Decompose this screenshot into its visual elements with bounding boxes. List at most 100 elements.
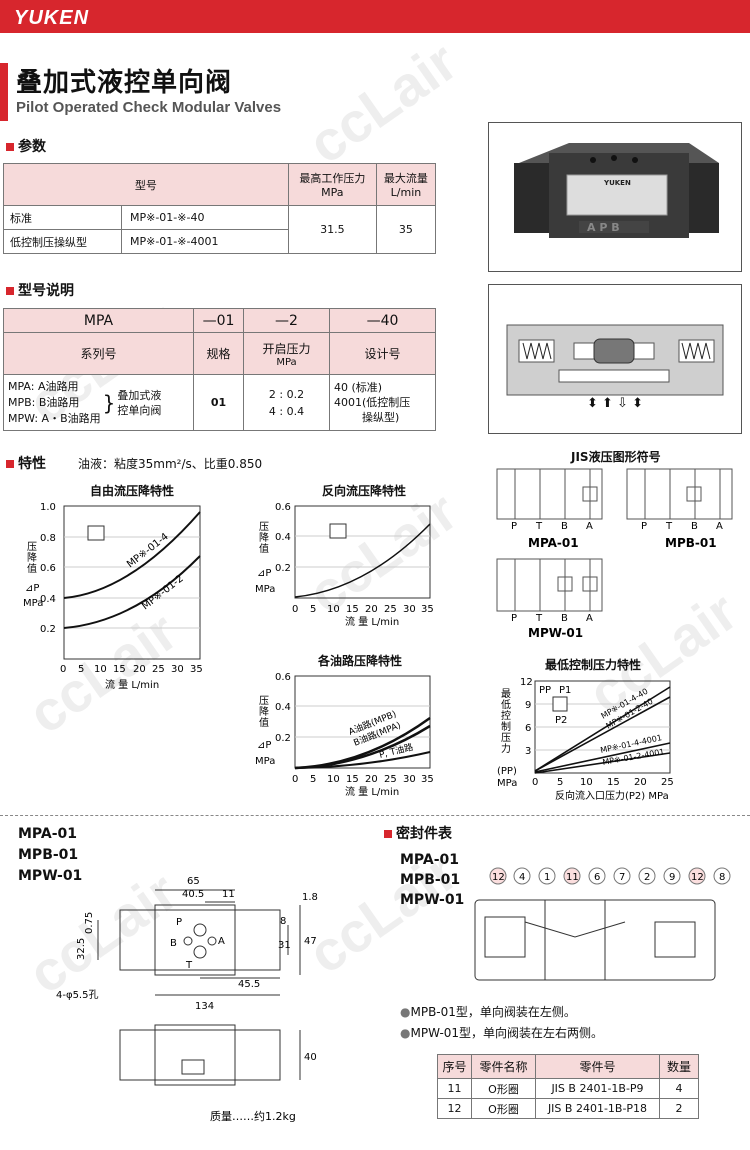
svg-text:31: 31 <box>278 940 291 951</box>
port-label: P <box>511 613 517 624</box>
svg-text:8: 8 <box>719 872 725 883</box>
ytick: 0.8 <box>40 533 56 544</box>
svg-text:B: B <box>170 938 177 949</box>
port-label: B <box>691 521 698 532</box>
port-label: T <box>535 613 543 624</box>
ylabel: 压 <box>259 695 269 707</box>
svg-text:1.8: 1.8 <box>302 892 318 903</box>
ytick: 0.6 <box>275 672 291 683</box>
section-model-code: 型号说明 <box>6 280 74 300</box>
row-model: MP※-01-※-40 <box>121 205 289 230</box>
port-label: B <box>561 613 568 624</box>
xtick: 35 <box>421 774 434 785</box>
curve <box>294 523 431 598</box>
xtick: 10 <box>94 664 107 675</box>
xtick: 0 <box>292 604 298 615</box>
svg-text:MPa: MPa <box>497 778 517 789</box>
oil-spec: 油液：粘度35mm²/s、比重0.850 <box>78 457 263 471</box>
series-detail: MPA: A油路用 MPB: B油路用 MPW: A・B油路用 } 叠加式液 控… <box>3 374 194 431</box>
ylabel: 值 <box>259 542 269 555</box>
ylabel: 压 <box>259 521 269 533</box>
svg-text:40: 40 <box>304 1052 317 1063</box>
label-series: 系列号 <box>3 332 194 375</box>
curve-label: MP※-01-2 <box>140 573 186 612</box>
svg-text:9: 9 <box>669 872 675 883</box>
port-label: T <box>665 521 673 532</box>
ylabel: 降 <box>259 705 269 718</box>
chart-free-title: 自由流压降特性 <box>90 484 175 498</box>
flow-value: 35 <box>375 205 437 254</box>
ytick: 0.6 <box>40 563 56 574</box>
xtick: 0 <box>532 777 538 788</box>
xtick: 15 <box>346 774 359 785</box>
section-view: ⬍ ⬆ ⇩ ⬍ <box>488 284 742 434</box>
xtick: 20 <box>365 604 378 615</box>
svg-text:A P B: A P B <box>587 221 620 234</box>
svg-text:低: 低 <box>501 698 511 711</box>
section-params: 参数 <box>6 136 46 156</box>
svg-text:12: 12 <box>691 872 704 883</box>
svg-text:0.75: 0.75 <box>84 912 95 934</box>
header-banner <box>0 0 750 33</box>
product-photo: YUKEN A P B <box>488 122 742 272</box>
watermark: ccLair <box>296 29 469 176</box>
ytick: 0.2 <box>40 624 56 635</box>
svg-text:47: 47 <box>304 936 317 947</box>
xtick: 35 <box>190 664 203 675</box>
port-label: B <box>561 521 568 532</box>
ylabel: 降 <box>27 551 37 564</box>
chart-minpilot-title: 最低控制压力特性 <box>545 658 642 672</box>
xtick: 25 <box>384 774 397 785</box>
seal-notes: ●MPB-01型，单向阀装在左侧。 ●MPW-01型，单向阀装在左右两侧。 <box>400 1005 604 1040</box>
svg-text:P: P <box>176 917 182 928</box>
svg-text:4-φ5.5孔: 4-φ5.5孔 <box>56 989 98 1001</box>
xtick: 5 <box>78 664 84 675</box>
label-size: 规格 <box>193 332 244 375</box>
code-size: —01 <box>193 308 244 333</box>
ytick: 3 <box>525 746 531 757</box>
xtick: 15 <box>607 777 620 788</box>
ylabel: ⊿P <box>257 740 271 751</box>
svg-text:40.5: 40.5 <box>182 889 204 900</box>
chart-each-title: 各油路压降特性 <box>318 654 403 668</box>
ytick: 0.6 <box>275 502 291 513</box>
ytick: 0.2 <box>275 733 291 744</box>
xtick: 15 <box>113 664 126 675</box>
ytick: 0.4 <box>275 702 291 713</box>
xtick: 20 <box>133 664 146 675</box>
xtick: 5 <box>310 604 316 615</box>
dimension-drawing: 65 40.5 11 1.8 0.75 32.5 8 31 47 45.5 13… <box>56 876 318 1123</box>
ylabel: ⊿P <box>25 583 39 594</box>
ytick: 1.0 <box>40 502 56 513</box>
svg-text:YUKEN: YUKEN <box>603 179 631 187</box>
svg-text:PP: PP <box>539 685 551 696</box>
xtick: 10 <box>327 774 340 785</box>
pressure-value: 31.5 <box>287 205 377 254</box>
xtick: 10 <box>580 777 593 788</box>
page-title: 叠加式液控单向阀 <box>16 68 233 98</box>
ytick: 0.4 <box>275 532 291 543</box>
xtick: 0 <box>292 774 298 785</box>
svg-text:(PP): (PP) <box>497 766 517 777</box>
xlabel: 流 量 L/min <box>105 678 159 691</box>
ylabel: 值 <box>259 716 269 729</box>
svg-text:A: A <box>218 936 225 947</box>
row-model: MP※-01-※-4001 <box>121 229 289 254</box>
port-label: P <box>511 521 517 532</box>
code-series: MPA <box>3 308 194 333</box>
code-design: —40 <box>329 308 436 333</box>
xtick: 25 <box>661 777 674 788</box>
jis-mpa-label: MPA-01 <box>528 536 579 550</box>
svg-text:12: 12 <box>492 872 505 883</box>
xtick: 30 <box>171 664 184 675</box>
svg-text:6: 6 <box>594 872 600 883</box>
svg-text:压: 压 <box>501 732 511 744</box>
title-accent <box>0 63 8 121</box>
svg-text:65: 65 <box>187 876 200 887</box>
svg-text:⬍ ⬆ ⇩ ⬍: ⬍ ⬆ ⇩ ⬍ <box>587 396 643 411</box>
xtick: 25 <box>152 664 165 675</box>
port-label: A <box>716 521 723 532</box>
